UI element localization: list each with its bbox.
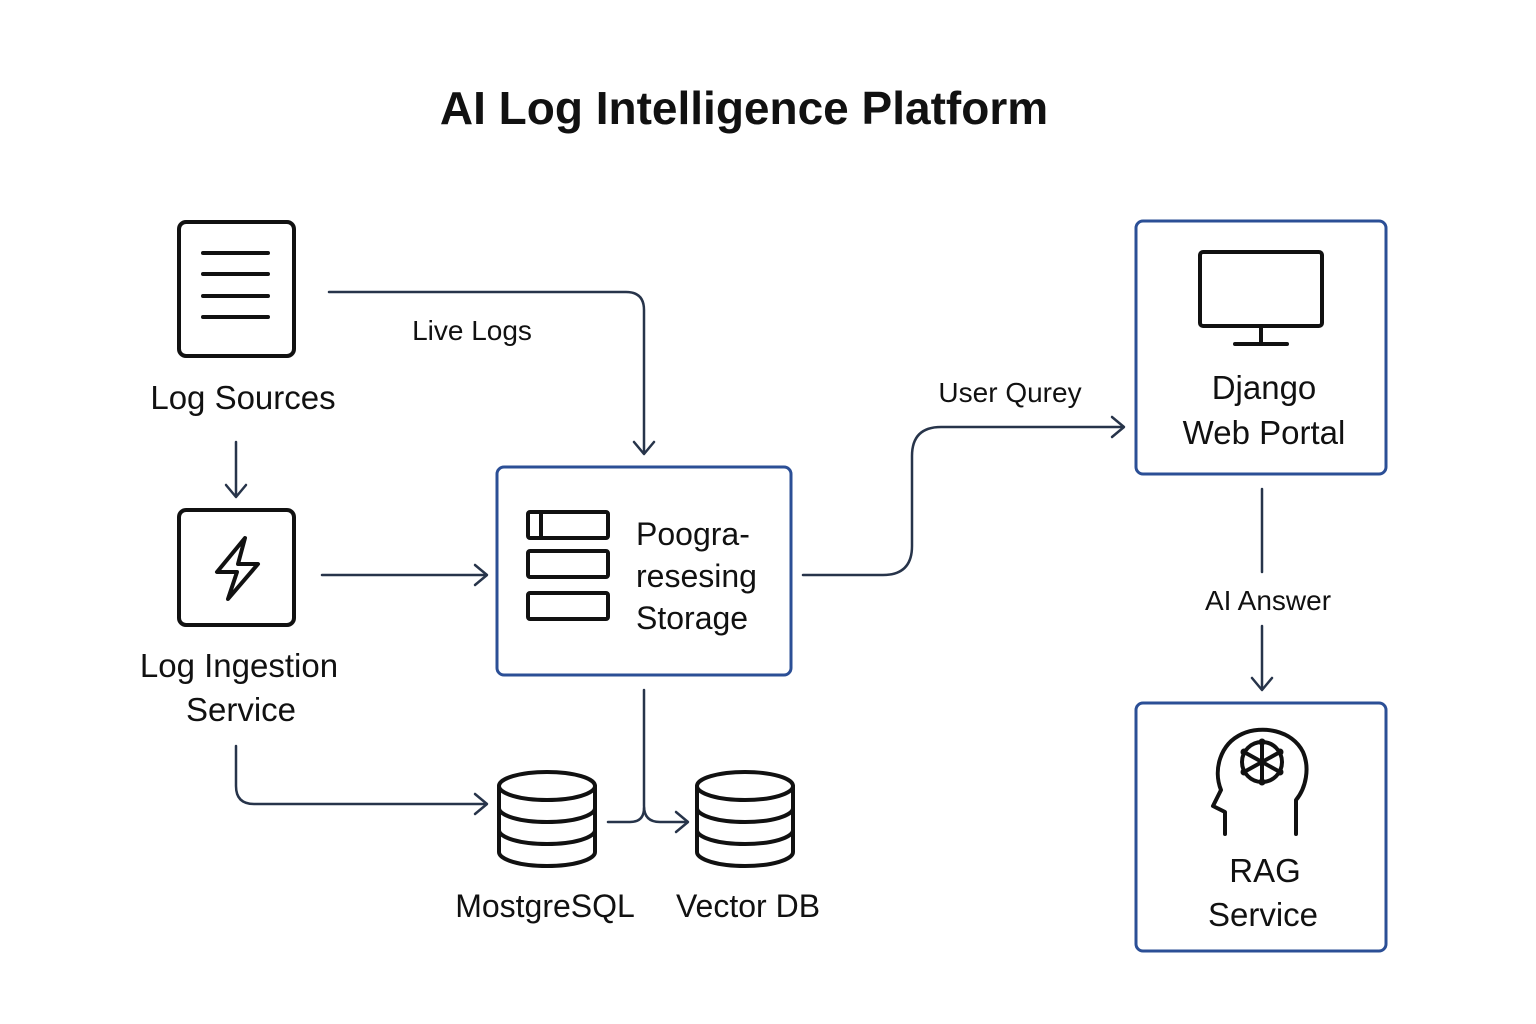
log-ingestion-node: Log Ingestion Service <box>140 508 338 728</box>
rag-service-box <box>1134 701 1388 953</box>
django-portal-node: Django Web Portal <box>1134 219 1388 476</box>
log-ingestion-label-line1: Log Ingestion <box>140 647 338 684</box>
log-sources-label: Log Sources <box>150 379 335 416</box>
vector-db-node: Vector DB <box>676 770 820 924</box>
log-ingestion-label-line2: Service <box>186 691 296 728</box>
edge-sources-to-ingestion <box>224 440 248 499</box>
rag-service-node: RAG Service <box>1134 701 1388 953</box>
mostgresql-node: MostgreSQL <box>455 770 635 924</box>
edge-live-logs: Live Logs <box>327 290 656 456</box>
storage-stack-icon <box>526 510 610 621</box>
django-portal-label-line1: Django <box>1212 369 1317 406</box>
ai-answer-label: AI Answer <box>1205 585 1331 616</box>
rag-service-label-line2: Service <box>1208 896 1318 933</box>
django-portal-label-line2: Web Portal <box>1183 414 1346 451</box>
monitor-icon <box>1198 250 1324 346</box>
edge-ai-answer: AI Answer <box>1205 487 1331 692</box>
vector-db-label: Vector DB <box>676 888 820 924</box>
document-icon <box>177 220 296 358</box>
log-sources-node: Log Sources <box>150 220 336 416</box>
edge-ingestion-to-mostgresql <box>234 744 489 816</box>
storage-label-line1: Poogra- <box>636 516 750 552</box>
rag-service-label-line1: RAG <box>1229 852 1301 889</box>
mostgresql-label: MostgreSQL <box>455 888 635 924</box>
user-query-label: User Qurey <box>938 377 1081 408</box>
storage-label-line2: resesing <box>636 558 757 594</box>
edge-ingestion-to-storage <box>320 563 489 587</box>
edge-user-query: User Qurey <box>801 377 1126 577</box>
diagram-title: AI Log Intelligence Platform <box>440 82 1048 134</box>
database-icon <box>497 770 597 868</box>
database-icon <box>695 770 795 868</box>
storage-box <box>495 465 793 677</box>
edge-storage-to-vector-db <box>606 688 690 834</box>
storage-node: Poogra- resesing Storage <box>495 465 793 677</box>
lightning-icon <box>177 508 296 627</box>
live-logs-label: Live Logs <box>412 315 532 346</box>
ai-head-icon <box>1211 727 1309 836</box>
storage-label-line3: Storage <box>636 600 748 636</box>
